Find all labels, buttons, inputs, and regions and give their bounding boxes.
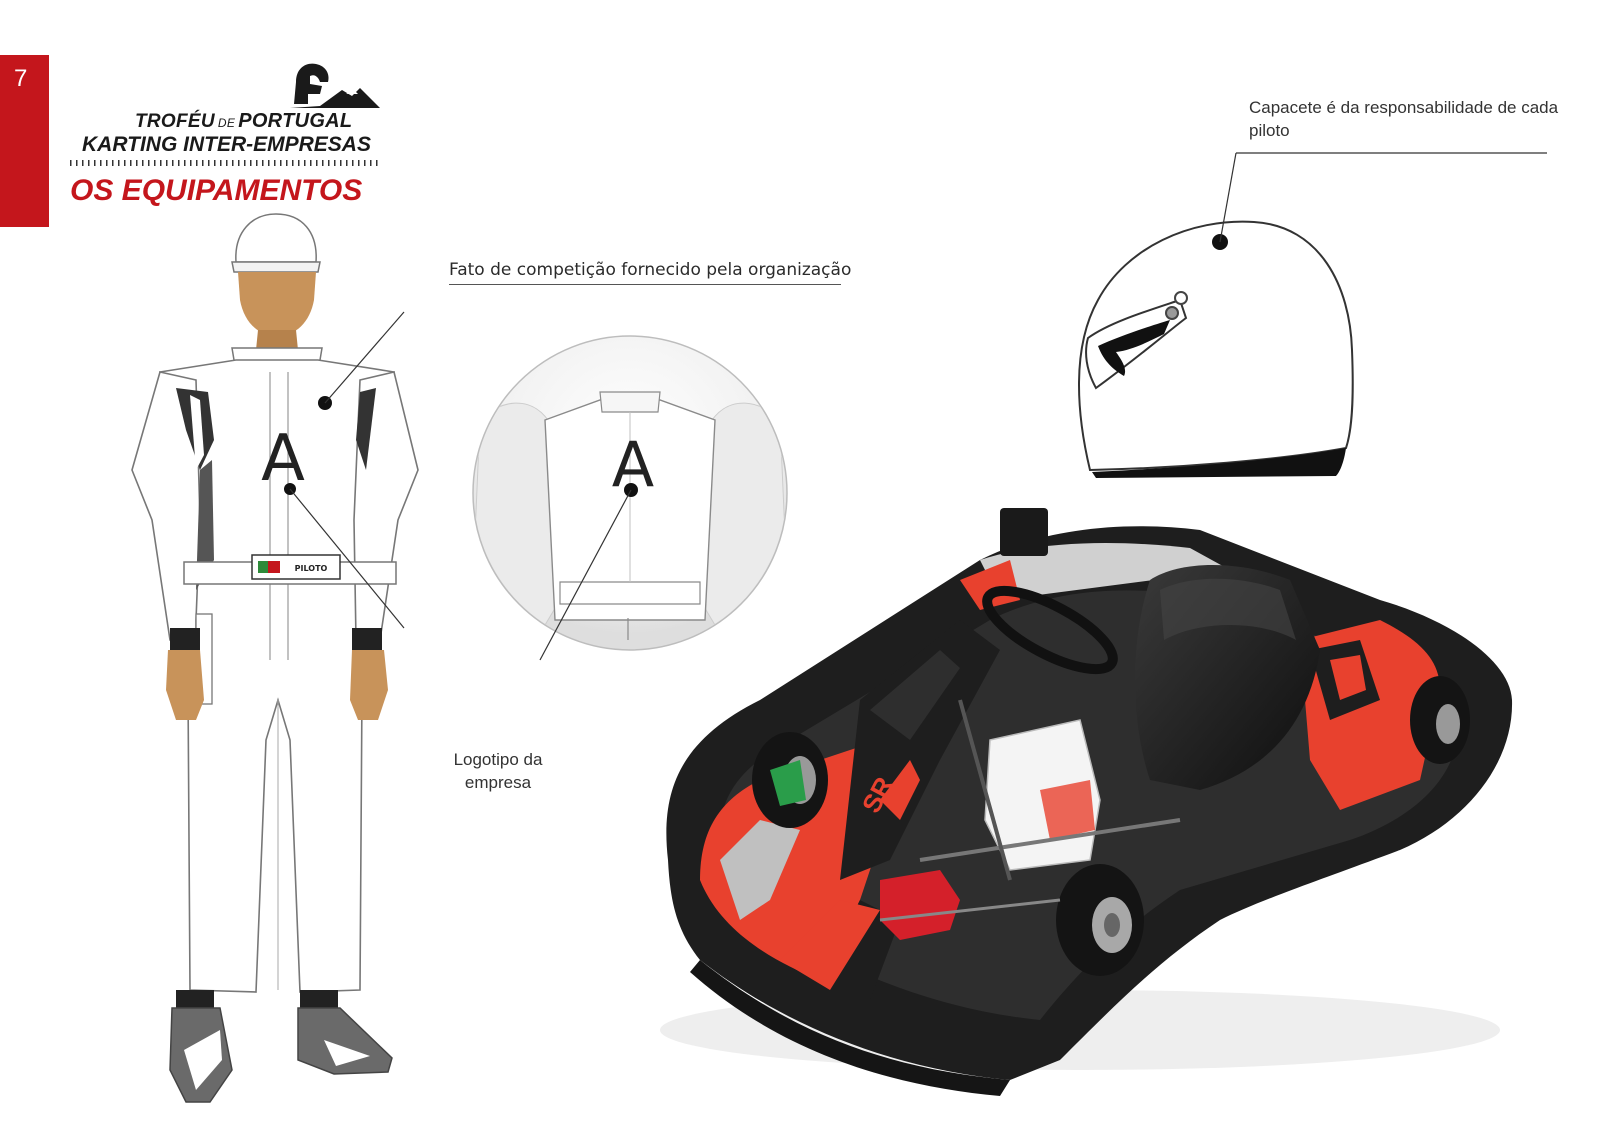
suit-annotation: Fato de competição fornecido pela organi… [449,260,852,280]
company-logo-annotation: Logotipo da empresa [453,750,543,792]
helmet-annotation: Capacete é da responsabilidade de cada p… [1249,98,1559,140]
belt-label: PILOTO [295,564,328,573]
page-tab: 7 [0,55,49,227]
suit-back-detail: A [472,335,788,661]
suit-annotation-underline [449,284,841,285]
driver-helmet-logo-icon [290,63,380,108]
suit-front-letter: A [261,422,305,496]
section-title: OS EQUIPAMENTOS [70,174,363,207]
helmet-illustration [1078,152,1547,478]
kart-photo: SR [660,508,1513,1096]
driver-suit-front: A PILOTO [131,213,419,1103]
logo-line-2: KARTING INTER-EMPRESAS [82,133,371,156]
logo-dotted-rule [70,160,380,166]
page-number: 7 [14,65,28,92]
